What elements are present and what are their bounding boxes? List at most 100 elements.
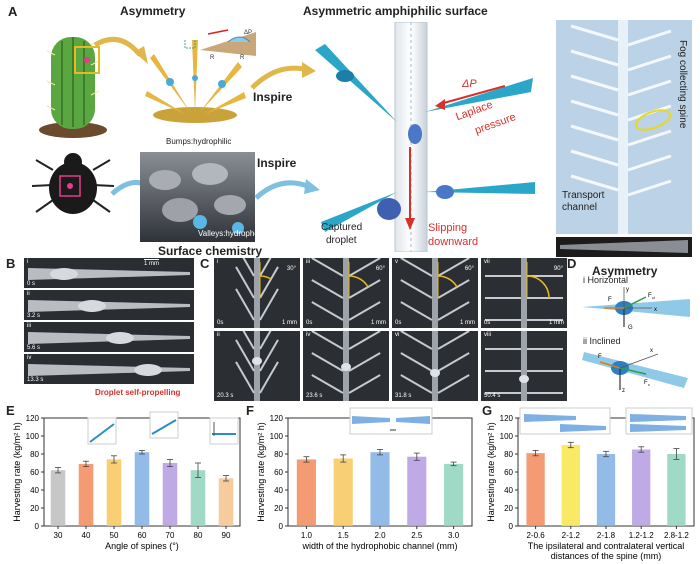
- x-axis-label: x: [654, 307, 657, 313]
- frame-time: 3.2 s: [27, 313, 41, 319]
- frame-time: 13.3 s: [27, 377, 44, 383]
- y-tick-label: 40: [30, 486, 39, 495]
- x-tick-label: 1.2-1.2: [629, 531, 654, 540]
- f-label: F: [608, 297, 612, 303]
- gravity-label: G: [628, 325, 633, 331]
- horizontal-label: i Horizontal: [583, 275, 629, 285]
- asymmetry-title: Asymmetry: [120, 4, 186, 18]
- inspire-arrow-icon: [250, 62, 316, 90]
- x-axis-label: x: [650, 348, 653, 354]
- x-tick-label: 2-0.6: [526, 531, 545, 540]
- frame-index: iii: [306, 259, 310, 265]
- inclined-force-diagram: F x z F c: [582, 348, 688, 394]
- y-tick-label: 120: [26, 414, 40, 423]
- spine-schematic-icon: [625, 407, 693, 435]
- y-tick-label: 80: [504, 450, 513, 459]
- slipping-label: Slipping: [428, 222, 468, 234]
- x-tick-label: 2-1.2: [562, 531, 581, 540]
- frame-index: ii: [27, 291, 30, 297]
- frame-index: vii: [484, 259, 490, 265]
- downward-label: downward: [428, 236, 479, 248]
- scale-bar: 1 mm: [282, 320, 297, 326]
- x-tick-label: 2.8-1.2: [664, 531, 689, 540]
- spine-photo: [28, 300, 190, 312]
- x-tick-label: 90: [222, 531, 231, 540]
- y-tick-label: 60: [504, 468, 513, 477]
- bar: [190, 470, 206, 526]
- y-axis-label: Harvesting rate (kg/m² h): [256, 422, 266, 522]
- scale-bar: 1 mm: [144, 259, 159, 267]
- f-label: F: [598, 354, 602, 360]
- frame-time: 20.3 s: [217, 393, 234, 399]
- bar: [78, 463, 94, 526]
- spine-angle-frame: i 0s 30° 1 mm: [214, 258, 300, 328]
- fcl-sub-label: cl: [652, 295, 655, 300]
- asymmetric-surface-title: Asymmetric amphiphilic surface: [303, 4, 488, 18]
- frame-time: 50.4 s: [484, 393, 501, 399]
- angle-label: 90°: [553, 266, 563, 272]
- inspire-bottom-label: Inspire: [257, 156, 297, 170]
- panel-d-label: D: [567, 256, 577, 271]
- asymmetry-right-title: Asymmetry: [592, 264, 658, 278]
- y-axis-label: Harvesting rate (kg/m² h): [486, 422, 496, 522]
- y-tick-label: 40: [504, 486, 513, 495]
- scale-bar: 1 mm: [371, 320, 386, 326]
- x-tick-label: 2.5: [411, 531, 423, 540]
- bar: [667, 454, 686, 526]
- frame-index: i: [217, 259, 219, 265]
- bar: [50, 470, 66, 526]
- frame-time: 5.6 s: [27, 345, 41, 351]
- x-axis-label: Angle of spines (°): [105, 541, 179, 551]
- captured-label: Captured: [321, 222, 363, 233]
- frame-index: ii: [217, 332, 220, 338]
- spine-photo: [235, 258, 279, 328]
- spine-closeup-drawing: [560, 240, 688, 253]
- angle-label: 30°: [286, 266, 296, 272]
- y-tick-label: 0: [35, 522, 40, 531]
- curved-arrow-icon: [93, 36, 148, 64]
- spine-photo: [400, 258, 470, 328]
- y-tick-label: 20: [504, 504, 513, 513]
- frame-index: iv: [27, 355, 32, 361]
- x-tick-label: 1.0: [301, 531, 313, 540]
- conical-spine-zoom: ΔP R R: [200, 29, 256, 60]
- frame-time: 0s: [217, 320, 224, 326]
- y-tick-label: 0: [509, 522, 514, 531]
- inspire-top-label: Inspire: [253, 90, 293, 104]
- fog-collection-frame: ii 20.3 s: [214, 331, 300, 401]
- transport-label-1: Transport: [562, 190, 605, 201]
- delta-p-label: ΔP: [462, 78, 477, 90]
- panel-a-label: A: [8, 4, 18, 19]
- y-axis-label: y: [626, 287, 629, 293]
- beetle-illustration: [31, 153, 115, 214]
- scale-bar: 1 mm: [549, 320, 564, 326]
- panel-f-label: F: [246, 403, 254, 418]
- y-tick-label: 100: [500, 432, 514, 441]
- y-axis-label: Harvesting rate (kg/m² h): [12, 422, 22, 522]
- spine-schematic-icon: [209, 417, 239, 445]
- bar: [370, 452, 390, 526]
- valleys-label: Valleys:hydrophobic: [198, 229, 270, 238]
- spine-photo: [485, 258, 563, 328]
- transport-label-2: channel: [562, 202, 598, 213]
- fcl-label: F: [648, 293, 652, 299]
- x-tick-label: 2-1.8: [597, 531, 616, 540]
- y-tick-label: 120: [270, 414, 284, 423]
- inspire-arrow-icon: [254, 179, 320, 200]
- frame-time: 31.8 s: [395, 393, 412, 399]
- droplet-label: droplet: [326, 235, 357, 246]
- x-axis-label: The ipsilateral and contralateral vertic…: [528, 541, 685, 551]
- x-tick-label: 70: [166, 531, 175, 540]
- fog-label: Fog collecting spine: [677, 40, 688, 129]
- self-propelling-caption: Droplet self-propelling: [95, 388, 181, 397]
- y-tick-label: 100: [26, 432, 40, 441]
- bar: [407, 456, 427, 526]
- frame-index: viii: [484, 332, 491, 338]
- spine-photo: [400, 331, 470, 401]
